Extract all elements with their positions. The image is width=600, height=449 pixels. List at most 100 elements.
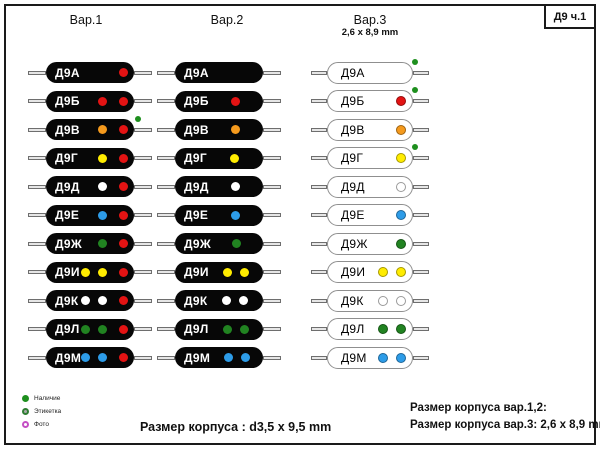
diode-label: Д9А: [341, 65, 365, 80]
diode-var2-Д9А: Д9А: [157, 62, 281, 84]
diode-var1-Д9Г: Д9Г: [28, 147, 152, 169]
diode-dots: [209, 267, 263, 277]
diode-body: Д9М: [327, 346, 413, 369]
white-code-dot: [81, 296, 90, 305]
yellow-code-dot: [98, 267, 107, 277]
diode-body: Д9И: [327, 261, 413, 283]
diode-dots: [80, 125, 134, 134]
diode-lead-right: [263, 99, 281, 103]
diode-lead-right: [413, 127, 429, 132]
white-code-dot: [98, 296, 107, 305]
diode-lead-left: [157, 99, 175, 103]
diode-body: Д9К: [46, 290, 134, 311]
column-subtitle-var3: 2,6 x 8,9 mm: [341, 27, 399, 38]
blue-code-dot: [98, 353, 108, 362]
diode-label: Д9А: [55, 65, 80, 80]
diode-body: Д9Г: [46, 147, 134, 169]
footer-case-size-var12: Размер корпуса вар.1,2:: [410, 402, 547, 414]
diode-label: Д9Л: [55, 322, 80, 336]
diode-lead-left: [28, 127, 46, 132]
diode-lead-right: [413, 298, 429, 303]
diode-lead-left: [28, 355, 46, 360]
diode-var1-Д9К: Д9К: [28, 290, 152, 312]
diode-var3-Д9А: Д9А: [311, 58, 429, 84]
diode-lead-left: [311, 213, 327, 217]
green-code-dot: [81, 324, 90, 334]
diode-lead-left: [28, 298, 46, 303]
diode-var3-Д9Б: Д9Б: [311, 87, 429, 112]
diode-body: Д9А: [46, 62, 134, 83]
diode-lead-left: [311, 70, 327, 75]
diode-body: Д9М: [46, 347, 134, 368]
diode-lead-right: [263, 327, 281, 331]
diode-lead-left: [28, 270, 46, 274]
green-code-dot: [396, 324, 406, 334]
diode-var1-Д9Д: Д9Д: [28, 176, 152, 198]
diode-lead-left: [28, 99, 46, 103]
diode-lead-right: [263, 298, 281, 303]
diode-lead-left: [311, 184, 327, 189]
red-code-dot: [231, 96, 241, 106]
diode-var3-Д9И: Д9И: [311, 261, 429, 283]
diode-lead-right: [134, 127, 152, 132]
diode-label: Д9Ж: [341, 236, 368, 251]
diode-label: Д9Б: [55, 94, 80, 108]
legend-label: Наличие: [34, 395, 61, 402]
diode-label: Д9Д: [184, 179, 209, 194]
diode-lead-right: [413, 270, 429, 274]
diode-lead-right: [134, 213, 152, 217]
diode-body: Д9Г: [175, 147, 263, 169]
diode-dots: [81, 353, 134, 362]
diode-lead-right: [263, 270, 281, 274]
diode-lead-right: [263, 241, 281, 246]
diode-lead-left: [28, 327, 46, 331]
diode-lead-left: [311, 99, 327, 103]
white-code-dot: [222, 296, 232, 305]
red-polarity-dot: [119, 125, 128, 134]
diode-lead-left: [311, 127, 327, 132]
diode-label: Д9В: [341, 122, 365, 137]
diode-body: Д9В: [175, 119, 263, 140]
diode-body: Д9М: [175, 347, 263, 368]
green-code-dot: [98, 239, 107, 248]
diode-var1-Д9Л: Д9Л: [28, 318, 152, 340]
white-code-dot: [396, 181, 406, 192]
diode-var1-Д9Ж: Д9Ж: [28, 233, 152, 255]
diode-dots: [363, 153, 412, 163]
column-header-var2: Вар.2: [210, 13, 244, 27]
diode-lead-right: [413, 213, 429, 217]
sheet-title-box: Д9 ч.1: [544, 4, 596, 29]
yellow-code-dot: [81, 267, 90, 277]
green-code-dot: [378, 324, 388, 334]
diode-lead-right: [134, 70, 152, 75]
availability-dot: [412, 58, 418, 65]
yellow-code-dot: [230, 153, 240, 163]
yellow-code-dot: [239, 267, 249, 277]
diode-var1-Д9Е: Д9Е: [28, 204, 152, 226]
yellow-code-dot: [396, 267, 406, 277]
orange-code-dot: [98, 125, 107, 134]
diode-var3-Д9В: Д9В: [311, 118, 429, 141]
diode-dots: [207, 153, 263, 163]
red-polarity-dot: [119, 296, 128, 305]
diode-var2-Д9М: Д9М: [157, 347, 281, 369]
diode-lead-right: [413, 355, 429, 360]
diode-body: Д9Е: [175, 204, 263, 226]
green-code-dot: [222, 324, 232, 334]
diode-dots: [367, 352, 412, 363]
diode-body: Д9Б: [46, 90, 134, 112]
red-polarity-dot: [119, 96, 128, 106]
footer-case-size-var3: Размер корпуса вар.3: 2,6 x 8,9 mm: [410, 419, 600, 431]
diode-dots: [365, 124, 412, 135]
diode-dots: [365, 96, 412, 106]
diode-lead-left: [28, 213, 46, 217]
diode-var2-Д9Д: Д9Д: [157, 176, 281, 198]
footer-case-size: Размер корпуса : d3,5 x 9,5 mm: [140, 420, 332, 434]
diode-lead-right: [263, 213, 281, 217]
legend-photo-icon: [22, 421, 29, 428]
diode-lead-right: [413, 184, 429, 189]
diode-dots: [365, 324, 412, 334]
white-code-dot: [396, 295, 406, 306]
diode-dots: [78, 296, 134, 305]
diode-dots: [78, 153, 134, 163]
